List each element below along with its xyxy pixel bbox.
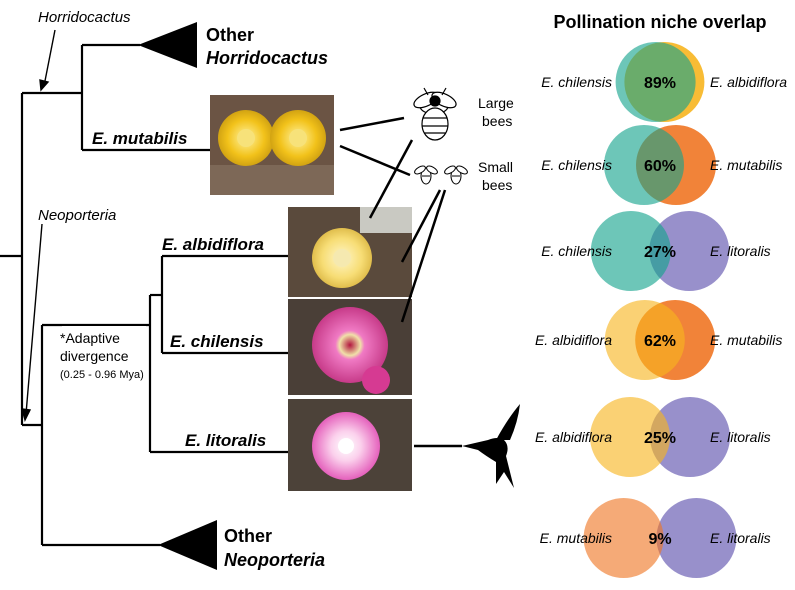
venn-circle-left xyxy=(604,300,685,380)
venn-right-species: E. albidiflora xyxy=(710,74,787,90)
other-horridocactus-collapsed-clade xyxy=(138,22,197,68)
venn-right-species: E. mutabilis xyxy=(710,332,782,348)
venn-pair: 27% E. chilensis E. litoralis xyxy=(541,211,771,291)
link-mutabilis-small-bees xyxy=(339,144,411,177)
photo-mutabilis xyxy=(210,95,334,195)
other-horridocactus-label-1: Other xyxy=(206,25,254,45)
neoporteria-arrow xyxy=(25,223,43,415)
other-neoporteria-collapsed-clade xyxy=(158,520,217,570)
litoralis-label: E. litoralis xyxy=(185,431,266,450)
venn-circle-left xyxy=(590,211,671,291)
albidiflora-label: E. albidiflora xyxy=(162,235,264,254)
neoporteria-arrowhead xyxy=(21,408,32,422)
venn-pair: 62% E. albidiflora E. mutabilis xyxy=(535,300,782,380)
bee-icon xyxy=(413,87,457,141)
venn-circle-left xyxy=(615,42,696,122)
photo-litoralis xyxy=(288,399,412,491)
venn-left-species: E. chilensis xyxy=(541,157,612,173)
other-horridocactus-label-2: Horridocactus xyxy=(206,48,328,68)
adaptive-divergence-line2: divergence xyxy=(60,348,129,364)
adaptive-divergence-line1: *Adaptive xyxy=(60,330,120,346)
phylogenetic-tree xyxy=(0,43,288,547)
venn-left-species: E. chilensis xyxy=(541,243,612,259)
venn-left-species: E. albidiflora xyxy=(535,429,612,445)
venn-circle-right xyxy=(649,211,730,291)
overlap-title: Pollination niche overlap xyxy=(553,12,766,32)
mutabilis-label: E. mutabilis xyxy=(92,129,187,148)
pollinator-links xyxy=(339,116,462,448)
venn-right-species: E. litoralis xyxy=(710,530,771,546)
venn-left-species: E. chilensis xyxy=(541,74,612,90)
small-bees-label-2: bees xyxy=(482,177,512,193)
venn-right-species: E. litoralis xyxy=(710,243,771,259)
photo-chilensis xyxy=(288,299,412,395)
other-neoporteria-label-2: Neoporteria xyxy=(224,550,325,570)
horridocactus-arrow xyxy=(43,29,56,87)
link-chilensis-small-bees xyxy=(400,189,447,323)
venn-pair: 60% E. chilensis E. mutabilis xyxy=(541,125,782,205)
venn-circle-left xyxy=(604,125,684,205)
venn-pair: 9% E. mutabilis E. litoralis xyxy=(540,498,771,578)
adaptive-divergence-box xyxy=(62,326,146,384)
venn-pair: 89% E. chilensis E. albidiflora xyxy=(541,42,787,122)
other-neoporteria-label-1: Other xyxy=(224,526,272,546)
link-mutabilis-large-bees xyxy=(339,116,405,132)
small-bee-icon xyxy=(414,165,468,185)
venn-left-species: E. albidiflora xyxy=(535,332,612,348)
venn-circle-right xyxy=(656,498,737,578)
horridocactus-arrowhead xyxy=(39,79,50,92)
horridocactus-annotation: Horridocactus xyxy=(38,9,131,26)
photo-albidiflora xyxy=(288,207,412,297)
venn-pair: 25% E. albidiflora E. litoralis xyxy=(535,397,771,477)
venn-circle-right xyxy=(650,397,730,477)
hummingbird-icon xyxy=(462,404,520,488)
venn-circle-left xyxy=(583,498,664,578)
link-albidiflora-large-bees xyxy=(368,139,414,219)
overlap-value: 89% xyxy=(644,75,676,92)
venn-circle-left xyxy=(590,397,670,477)
venn-overlap-panel: 89% E. chilensis E. albidiflora 60% E. chile… xyxy=(535,42,787,578)
adaptive-divergence-range: (0.25 - 0.96 Mya) xyxy=(60,369,144,381)
overlap-value: 62% xyxy=(644,333,676,350)
annotation-arrows xyxy=(21,29,56,422)
venn-left-species: E. mutabilis xyxy=(540,530,612,546)
overlap-value: 27% xyxy=(644,244,676,261)
overlap-value: 60% xyxy=(644,158,676,175)
neoporteria-annotation: Neoporteria xyxy=(38,207,116,224)
venn-right-species: E. mutabilis xyxy=(710,157,782,173)
overlap-value: 9% xyxy=(648,531,671,548)
link-albidiflora-small-bees xyxy=(400,189,442,263)
overlap-value: 25% xyxy=(644,430,676,447)
small-bees-label-1: Small xyxy=(478,159,513,175)
chilensis-label: E. chilensis xyxy=(170,332,264,351)
large-bees-label-1: Large xyxy=(478,95,514,111)
venn-right-species: E. litoralis xyxy=(710,429,771,445)
large-bees-label-2: bees xyxy=(482,113,512,129)
